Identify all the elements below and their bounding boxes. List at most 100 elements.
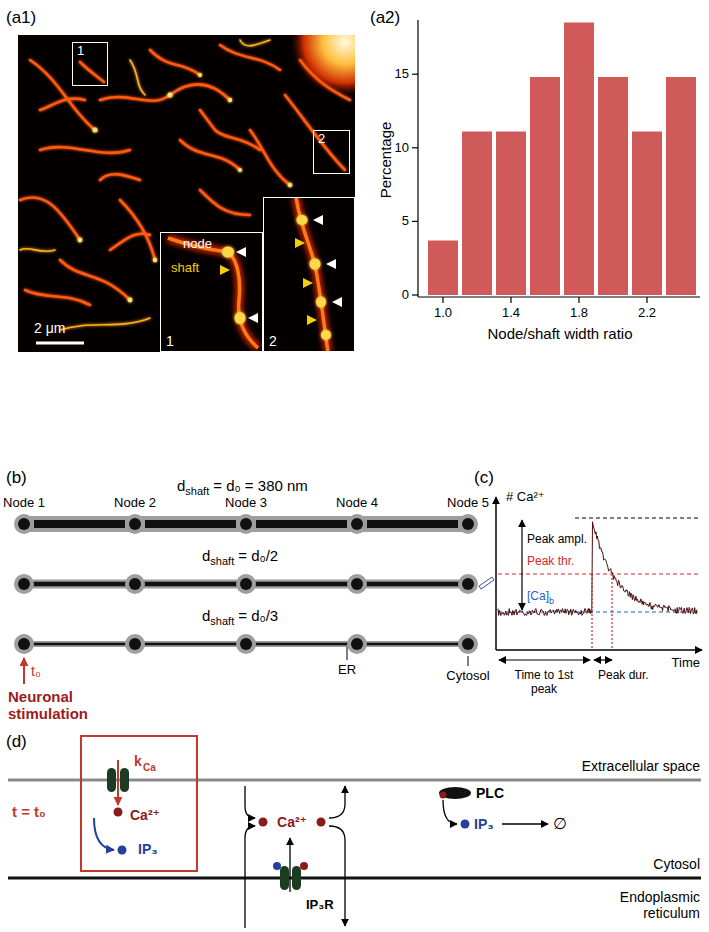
er-disc bbox=[18, 518, 30, 530]
tick-label: 10 bbox=[395, 140, 409, 155]
formula: = d₀ = 380 nm bbox=[213, 477, 308, 494]
microscopy-image-part-part bbox=[20, 249, 55, 252]
microscopy-image-part-part bbox=[30, 60, 95, 130]
bar-chart-part-part bbox=[412, 221, 418, 222]
inset-image-part bbox=[220, 265, 230, 275]
er-disc bbox=[129, 518, 141, 530]
bar-chart-part-part bbox=[564, 23, 594, 296]
calcium-trace-plot bbox=[496, 497, 702, 660]
bar-chart-part-part bbox=[462, 132, 492, 296]
cytosol-disc bbox=[125, 514, 145, 534]
species-label: IP₃ bbox=[474, 816, 494, 832]
inset-image-part bbox=[222, 247, 234, 258]
inset-panel: 1nodeshaft bbox=[160, 232, 263, 352]
annotation-subscript: b bbox=[549, 596, 554, 606]
microscopy-image-part-part bbox=[153, 258, 157, 262]
inset-image-part-part bbox=[295, 238, 305, 248]
microscopy-image-part-part bbox=[40, 147, 130, 153]
axis-title: Node/shaft width ratio bbox=[487, 325, 632, 342]
stimulus-box: t = t₀kCaCa²⁺IP₃ bbox=[80, 735, 198, 872]
part-label: ER bbox=[338, 663, 356, 678]
annotation: node bbox=[183, 237, 212, 252]
stimulus-label: Neuronal stimulation bbox=[8, 688, 108, 723]
inset-image-part bbox=[168, 238, 258, 348]
compartment-label: Extracellular space bbox=[582, 758, 700, 774]
formula: d bbox=[177, 477, 185, 494]
bar-chart-part-part bbox=[412, 74, 418, 75]
bar-chart-part-part bbox=[442, 297, 443, 303]
shaft-connector bbox=[367, 520, 458, 528]
zoom-box: 1 bbox=[72, 42, 108, 86]
reaction-scheme-part bbox=[280, 866, 289, 890]
microscopy-image-part bbox=[18, 35, 355, 352]
microscopy-image-part-part bbox=[288, 183, 293, 188]
microscopy-image-part-part bbox=[40, 99, 85, 110]
microscopy-image-part-part bbox=[60, 260, 130, 300]
node-circle bbox=[14, 514, 34, 534]
er-disc bbox=[240, 518, 252, 530]
dendrite-model-part-part bbox=[14, 574, 34, 594]
microscopy-image-part-part bbox=[78, 238, 83, 243]
shaft-connector bbox=[145, 520, 236, 528]
formula: d bbox=[202, 607, 210, 624]
calcium-trace bbox=[498, 522, 697, 616]
node-label: Node 1 bbox=[3, 496, 45, 511]
calcium-trace-plot-part bbox=[594, 659, 612, 660]
dendrite-model-part-part bbox=[236, 574, 256, 594]
inset-image-part bbox=[168, 238, 258, 348]
bar-chart-part bbox=[412, 20, 700, 303]
axis-title: Percentage bbox=[377, 122, 394, 199]
dendrite-model-part-part bbox=[351, 638, 363, 650]
microscopy-image-part-part bbox=[120, 200, 155, 260]
microscopy-image-part-part bbox=[200, 110, 260, 150]
scale-label: 2 μm bbox=[34, 320, 65, 336]
microscopy-image-part-part bbox=[200, 190, 250, 215]
panel-label: (b) bbox=[6, 468, 27, 488]
dendrite-model bbox=[14, 524, 494, 684]
annotation: Peak dur. bbox=[598, 669, 649, 683]
dendrite-node: Node 4 bbox=[347, 514, 367, 534]
reaction-scheme-part bbox=[289, 838, 290, 892]
dendrite-model-part bbox=[479, 577, 494, 589]
formula: = d₀/3 bbox=[238, 607, 278, 624]
microscopy-image-part-part bbox=[168, 93, 173, 98]
bar-chart-part-part bbox=[510, 297, 511, 303]
inset-image-part-part bbox=[321, 330, 331, 340]
reaction-scheme-part bbox=[114, 808, 123, 817]
dendrite-model-part-part bbox=[458, 634, 478, 654]
microscopy-image-part-part bbox=[110, 234, 150, 250]
dendrite-model-part bbox=[23, 658, 25, 684]
reaction-scheme-part bbox=[329, 786, 345, 818]
inset-image-part-part bbox=[297, 215, 308, 225]
channel-label: IP₃R bbox=[306, 898, 334, 913]
microscopy-image-part-part bbox=[130, 60, 145, 95]
bar-chart-part bbox=[428, 23, 696, 296]
inset-image-part-part bbox=[310, 259, 321, 270]
microscopy-image-part bbox=[290, 35, 355, 97]
formula-subscript: shaft bbox=[210, 555, 234, 568]
inset-image-part-part bbox=[313, 215, 323, 225]
enzyme-label: PLC bbox=[476, 785, 504, 801]
inset-image-part-part bbox=[316, 297, 326, 308]
compartment-label: Cytosol bbox=[653, 856, 700, 872]
tick-label: 5 bbox=[402, 214, 409, 229]
reaction-scheme-part bbox=[273, 862, 281, 870]
part-label: Cytosol bbox=[446, 669, 489, 684]
shaft-connector bbox=[256, 520, 347, 528]
microscopy-image-part-part bbox=[198, 73, 202, 77]
microscopy-image-part-part bbox=[100, 84, 230, 100]
reaction-scheme-part bbox=[107, 768, 116, 792]
microscopy-image-part-part bbox=[93, 128, 98, 133]
reaction-scheme bbox=[8, 760, 701, 928]
tick-label: 1.0 bbox=[434, 306, 452, 321]
dendrite-model-part-part bbox=[240, 578, 252, 590]
tick-label: 15 bbox=[395, 67, 409, 82]
reaction-scheme-part bbox=[259, 818, 268, 827]
bar-chart-part-part bbox=[666, 77, 696, 295]
degradation-symbol: ∅ bbox=[553, 815, 567, 833]
dendrite-model-part-part bbox=[18, 578, 30, 590]
calcium-trace-plot-part bbox=[499, 659, 590, 660]
inset-image bbox=[160, 232, 263, 352]
species-label: Ca²⁺ bbox=[277, 814, 307, 830]
